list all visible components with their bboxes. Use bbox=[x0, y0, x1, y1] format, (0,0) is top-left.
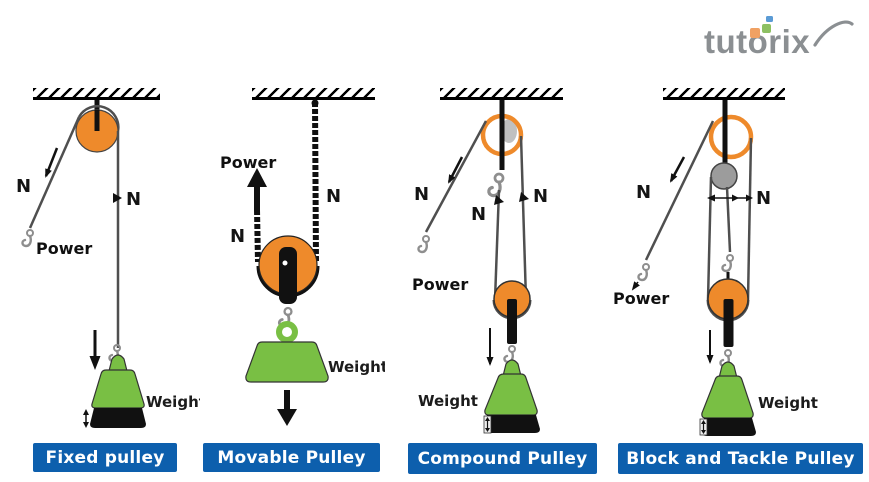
right-rope bbox=[519, 135, 528, 301]
tension-arrow bbox=[113, 193, 122, 203]
weight-label: Weight bbox=[758, 394, 818, 412]
pull-rope bbox=[424, 120, 488, 233]
idler-pulley-wheel bbox=[710, 162, 738, 190]
force-n-label: N bbox=[230, 226, 245, 247]
right-rope bbox=[746, 137, 753, 301]
top-hook-icon bbox=[487, 172, 505, 198]
left-rope bbox=[706, 176, 713, 301]
mid-rope bbox=[493, 189, 501, 301]
pulley-shaft bbox=[507, 299, 517, 344]
top-pulley-ring bbox=[708, 114, 754, 160]
tension-arrow bbox=[494, 195, 504, 205]
power-hook-icon bbox=[637, 263, 650, 282]
pull-direction-arrow bbox=[44, 147, 59, 178]
weight-label: Weight bbox=[418, 392, 478, 410]
power-label: Power bbox=[36, 239, 92, 258]
logo-blue-square bbox=[766, 16, 773, 22]
logo-green-square bbox=[762, 24, 771, 33]
weight-block bbox=[90, 354, 146, 428]
weight-block bbox=[245, 321, 329, 383]
weight-label: Weight bbox=[146, 393, 200, 411]
compound-pulley-diagram: N Power N N Weight bbox=[412, 100, 548, 434]
weight-block bbox=[699, 361, 756, 436]
hook-tick-arrow bbox=[631, 281, 640, 291]
panel-title-compound-pulley: Compound Pulley bbox=[408, 443, 597, 474]
pull-rope bbox=[28, 116, 81, 229]
pull-direction-arrow bbox=[447, 156, 464, 184]
weight-ring bbox=[276, 321, 298, 343]
power-label: Power bbox=[412, 275, 468, 294]
weight-label: Weight bbox=[328, 358, 385, 376]
tutorix-logo: tutorix bbox=[704, 16, 854, 60]
power-up-arrow-head bbox=[247, 168, 267, 187]
down-arrow-head bbox=[89, 356, 101, 370]
fixed-pulley-diagram: N Power N Weight bbox=[16, 100, 200, 428]
force-n-label: N bbox=[471, 204, 486, 225]
power-hook-icon bbox=[21, 229, 34, 248]
rope-over-pulley bbox=[77, 104, 120, 132]
tension-arrow bbox=[519, 192, 529, 202]
force-n-label: N bbox=[533, 186, 548, 207]
pull-direction-arrow bbox=[669, 156, 686, 183]
height-double-arrow bbox=[83, 409, 89, 428]
block-tackle-diagram: N Power N bbox=[613, 100, 818, 436]
down-arrow-head bbox=[277, 409, 297, 426]
force-n-label: N bbox=[326, 186, 341, 207]
ceiling-hatch-block-tackle bbox=[663, 88, 785, 100]
power-hook-icon bbox=[417, 235, 430, 254]
panel-title-block-tackle-pulley: Block and Tackle Pulley bbox=[618, 443, 863, 474]
ceiling-hatch-compound bbox=[440, 88, 563, 100]
pulley-shading bbox=[501, 119, 517, 143]
fixed-rope bbox=[312, 101, 319, 263]
ceiling-hatch-fixed bbox=[33, 88, 160, 100]
span-double-arrow bbox=[707, 194, 753, 202]
pulley-shaft bbox=[723, 299, 734, 347]
movable-pulley-diagram: N Power N Weight bbox=[220, 99, 385, 426]
weight-block bbox=[483, 359, 540, 434]
logo-swoosh bbox=[813, 20, 854, 47]
force-n-label: N bbox=[126, 189, 141, 210]
panel-title-movable-pulley: Movable Pulley bbox=[203, 443, 380, 472]
pull-rope bbox=[644, 120, 715, 261]
force-n-label: N bbox=[756, 188, 771, 209]
force-n-label: N bbox=[16, 176, 31, 197]
pulley-block bbox=[279, 247, 297, 304]
axle-pin bbox=[282, 260, 288, 266]
power-label: Power bbox=[613, 289, 669, 308]
panel-title-fixed-pulley: Fixed pulley bbox=[33, 443, 177, 472]
force-n-label: N bbox=[636, 182, 651, 203]
logo-orange-square bbox=[750, 28, 760, 38]
power-label: Power bbox=[220, 153, 276, 172]
pull-rope bbox=[254, 209, 261, 263]
inner-hook-icon bbox=[721, 254, 734, 273]
ceiling-hatch-movable bbox=[252, 88, 375, 100]
force-n-label: N bbox=[414, 184, 429, 205]
inner-rope bbox=[725, 186, 732, 253]
